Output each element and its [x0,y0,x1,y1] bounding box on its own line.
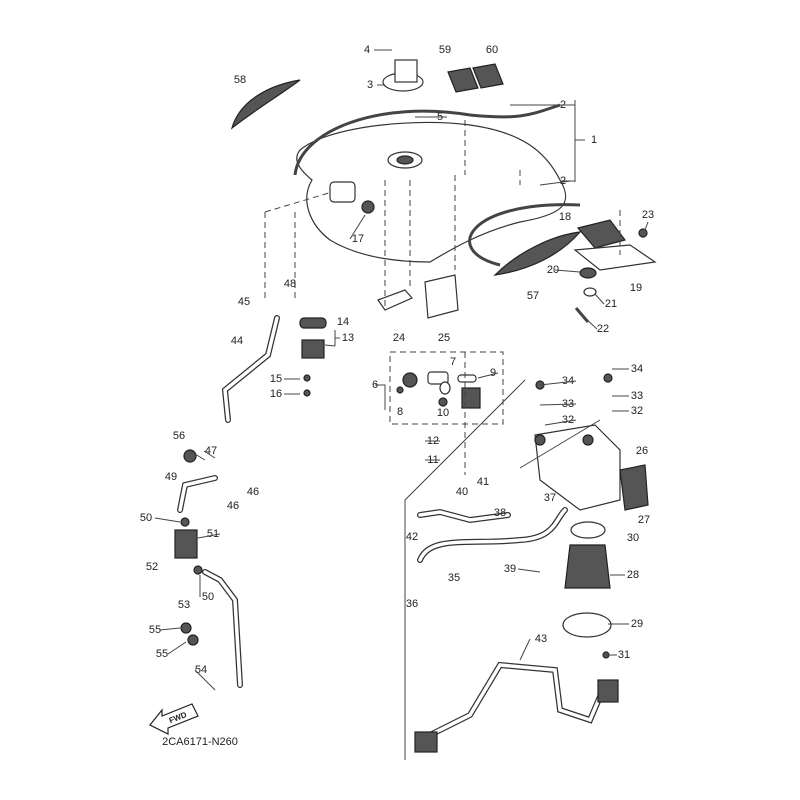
callout: 14 [337,316,349,328]
callout: 59 [439,44,451,56]
fuel-tank [296,121,567,263]
callout: 39 [504,563,516,575]
callout: 49 [165,471,177,483]
callout: 1 [591,134,597,146]
callout: 30 [627,532,639,544]
callout: 55 [156,648,168,660]
callout: 32 [562,414,574,426]
callout: 24 [393,332,405,344]
callout: 17 [352,233,364,245]
callout: 22 [597,323,609,335]
callout: 60 [486,44,498,56]
callout: 40 [456,486,468,498]
callout: 50 [140,512,152,524]
callout: 37 [544,492,556,504]
callout: 58 [234,74,246,86]
callout: 48 [284,278,296,290]
callouts: 1 2 2 2 3 4 5 6 7 8 9 10 11 12 13 14 15 … [140,44,654,676]
callout: 41 [477,476,489,488]
callout: 46 [247,486,259,498]
callout: 2 [560,175,566,187]
callout: 8 [397,406,403,418]
callout: 43 [535,633,547,645]
callout: 46 [227,500,239,512]
callout: 23 [642,209,654,221]
callout: 32 [631,405,643,417]
callout: 33 [631,390,643,402]
callout: 16 [270,388,282,400]
callout: 13 [342,332,354,344]
forward-arrow-icon: FWD [149,703,199,735]
callout: 54 [195,664,207,676]
callout: 51 [207,528,219,540]
callout: 42 [406,531,418,543]
callout: 7 [450,356,456,368]
callout: 6 [372,379,378,391]
callout: 34 [562,375,574,387]
callout: 26 [636,445,648,457]
callout: 35 [448,572,460,584]
callout: 56 [173,430,185,442]
callout: 10 [437,407,449,419]
callout: 3 [367,79,373,91]
callout: 4 [364,44,370,56]
callout: 36 [406,598,418,610]
callout: 44 [231,335,243,347]
callout: 34 [631,363,643,375]
callout: 9 [490,367,496,379]
callout: 21 [605,298,617,310]
callout: 50 [202,591,214,603]
callout: 45 [238,296,250,308]
callout: 31 [618,649,630,661]
callout: 28 [627,569,639,581]
callout: 55 [149,624,161,636]
callout: 27 [638,514,650,526]
callout: 52 [146,561,158,573]
callout: 15 [270,373,282,385]
callout: 18 [559,211,571,223]
callout: 19 [630,282,642,294]
diagram-code: 2CA6171-N260 [162,736,238,748]
callout: 53 [178,599,190,611]
callout: 25 [438,332,450,344]
callout: 29 [631,618,643,630]
callout: 38 [494,507,506,519]
callout: 57 [527,290,539,302]
callout: 20 [547,264,559,276]
